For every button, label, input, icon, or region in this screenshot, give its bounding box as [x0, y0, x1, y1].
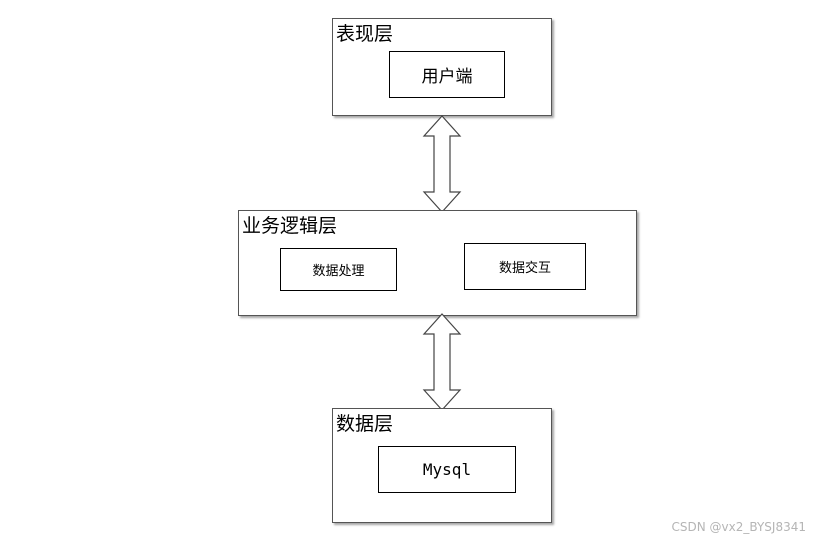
- mysql-box: Mysql: [378, 446, 516, 493]
- presentation-layer: 表现层 用户端: [332, 18, 552, 116]
- presentation-layer-title: 表现层: [336, 23, 394, 45]
- business-logic-layer: 业务逻辑层 数据处理 数据交互: [238, 210, 637, 316]
- client-box: 用户端: [389, 51, 505, 98]
- double-arrow-icon: [422, 313, 462, 411]
- data-layer-title: 数据层: [336, 413, 394, 435]
- data-processing-box: 数据处理: [280, 248, 397, 291]
- data-layer: 数据层 Mysql: [332, 408, 552, 523]
- watermark: CSDN @vx2_BYSJ8341: [671, 520, 806, 534]
- double-arrow-icon: [422, 115, 462, 213]
- business-logic-layer-title: 业务逻辑层: [242, 215, 338, 237]
- data-interaction-box: 数据交互: [464, 243, 586, 290]
